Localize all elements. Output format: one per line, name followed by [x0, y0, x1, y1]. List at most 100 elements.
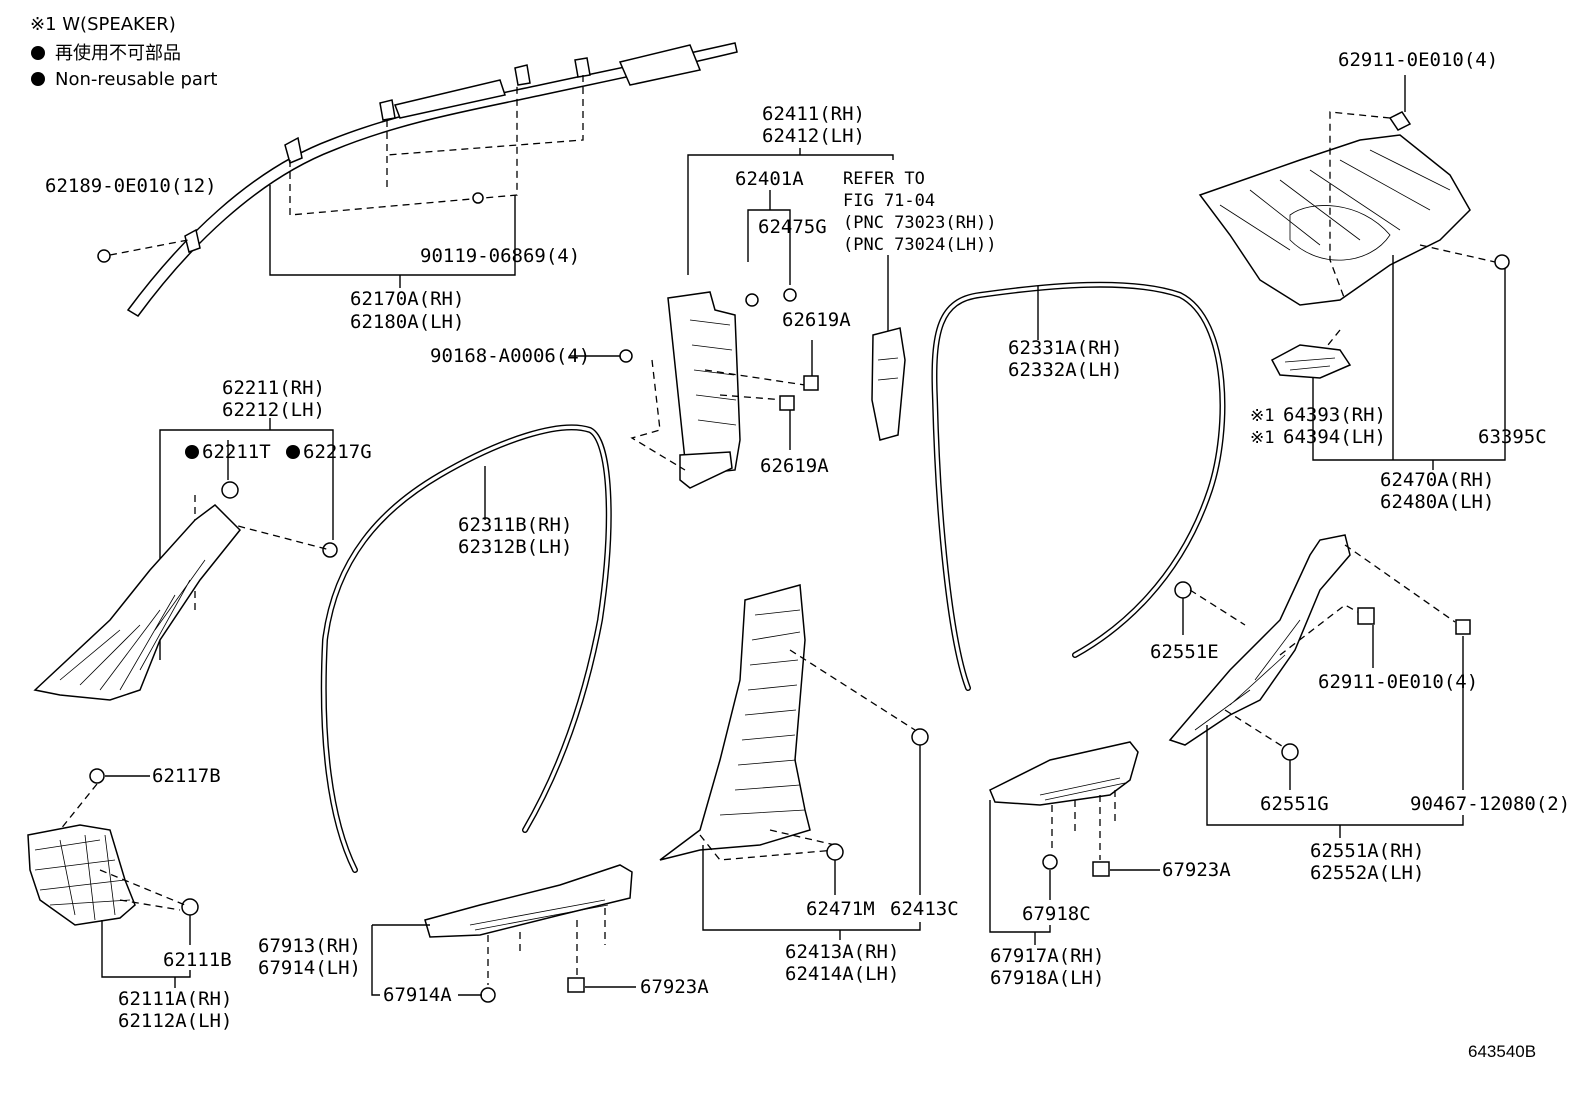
front-door-weatherstrip-part	[320, 424, 612, 873]
bracket-62470	[1312, 268, 1506, 461]
bolt-90467-icon	[1455, 619, 1471, 635]
leader-62551e	[1189, 589, 1246, 626]
cap-62401-icon	[783, 288, 797, 302]
label-62619a-bottom: 62619A	[760, 455, 829, 477]
label-67923a-right: 67923A	[1162, 859, 1231, 881]
label-62413a: 62413A(RH)	[785, 941, 899, 963]
label-62331: 62331A(RH)	[1008, 337, 1122, 359]
clip-62211t-icon	[221, 481, 239, 499]
clip-67923a-right-icon	[1092, 861, 1110, 877]
legend-note-speaker: ※1 W(SPEAKER)	[30, 14, 176, 35]
leader-scuff-clips	[487, 908, 606, 985]
curtain-airbag-part	[126, 42, 738, 317]
leader-62619a	[719, 394, 786, 401]
label-67923a-left: 67923A	[640, 976, 709, 998]
label-67914a: 67914A	[383, 984, 452, 1006]
bracket-62551a	[1206, 725, 1464, 826]
mark-speaker-1: ※1	[1250, 406, 1274, 426]
label-62911-mid: 62911-0E010(4)	[1318, 671, 1478, 693]
label-62212: 62212(LH)	[222, 399, 325, 421]
leader-62619a	[704, 369, 806, 386]
label-62311: 62311B(RH)	[458, 514, 572, 536]
refer-note-line1: REFER TO	[843, 169, 925, 189]
refer-note-line2: FIG 71-04	[843, 191, 935, 211]
leader-62911-top-clip	[1329, 111, 1391, 301]
front-pillar-garnish-part	[33, 504, 242, 701]
label-62117b: 62117B	[152, 765, 221, 787]
clip-62911-icon	[1388, 111, 1412, 131]
label-67914: 67914(LH)	[258, 957, 361, 979]
speaker-grille-part	[1270, 344, 1352, 379]
clip-62413c-icon	[911, 728, 929, 746]
bracket-62411	[687, 154, 894, 275]
mark-speaker-2: ※1	[1250, 428, 1274, 448]
label-62111a: 62111A(RH)	[118, 988, 232, 1010]
leader-airbag-bolt	[386, 75, 584, 156]
leader-62551g	[1224, 709, 1286, 749]
non-reusable-mark-icon	[286, 445, 300, 459]
refer-note-line4: (PNC 73024(LH))	[843, 235, 997, 255]
cowl-side-trim-part	[27, 824, 136, 926]
leader-62471m	[699, 829, 836, 861]
refer-note-line3: (PNC 73023(RH))	[843, 213, 997, 233]
label-62552a: 62552A(LH)	[1310, 862, 1424, 884]
bracket-62475	[747, 209, 791, 285]
label-67918c: 67918C	[1022, 903, 1091, 925]
leader-clip-62189	[109, 239, 189, 256]
label-62412: 62412(LH)	[762, 125, 865, 147]
bolt-90168-icon	[619, 349, 633, 363]
label-62180: 62180A(LH)	[350, 311, 464, 333]
clip-67914a-icon	[480, 987, 496, 1003]
seatbelt-guide-part	[871, 327, 906, 441]
label-90119: 90119-06869(4)	[420, 245, 580, 267]
center-pillar-upper-garnish-part	[667, 291, 741, 489]
leader-62413c	[789, 649, 916, 731]
label-62112a: 62112A(LH)	[118, 1010, 232, 1032]
clip-62619a-icon	[803, 375, 819, 391]
bracket-62413a	[702, 845, 921, 931]
leader-rear-scuff-clips	[1051, 790, 1116, 860]
label-62312: 62312B(LH)	[458, 536, 572, 558]
label-67913: 67913(RH)	[258, 935, 361, 957]
clip-67918c-icon	[1042, 854, 1058, 870]
label-62211t: 62211T	[202, 441, 271, 463]
rear-door-weatherstrip-part	[931, 281, 1226, 691]
label-90467: 90467-12080(2)	[1410, 793, 1570, 815]
clip-62475-icon	[745, 293, 759, 307]
label-64394: 64394(LH)	[1283, 426, 1386, 448]
label-62480: 62480A(LH)	[1380, 491, 1494, 513]
label-90168: 90168-A0006(4)	[430, 345, 590, 367]
leader-62911-mid	[1279, 604, 1359, 656]
label-62619a-top: 62619A	[782, 309, 851, 331]
label-62471m: 62471M	[806, 898, 875, 920]
bolt-90119-icon	[472, 192, 484, 204]
clip-62111b-icon	[181, 898, 199, 916]
rear-scuff-plate-part	[989, 741, 1139, 806]
label-62911-top: 62911-0E010(4)	[1338, 49, 1498, 71]
label-62401: 62401A	[735, 168, 804, 190]
label-62551g: 62551G	[1260, 793, 1329, 815]
clip-62471m-icon	[826, 843, 844, 861]
non-reusable-mark-icon	[185, 445, 199, 459]
label-62551a: 62551A(RH)	[1310, 840, 1424, 862]
bracket-62111a	[101, 920, 191, 978]
leader-62117b-clip	[59, 783, 98, 831]
clip-62551g-icon	[1281, 743, 1299, 761]
center-pillar-lower-garnish-part	[659, 584, 811, 861]
label-62413c: 62413C	[890, 898, 959, 920]
label-62211: 62211(RH)	[222, 377, 325, 399]
leader-airbag-bolts	[289, 85, 518, 216]
clip-63395c-icon	[1494, 254, 1510, 270]
bracket-62211	[159, 429, 334, 660]
label-62170: 62170A(RH)	[350, 288, 464, 310]
label-62475: 62475G	[758, 216, 827, 238]
quarter-trim-part	[1198, 134, 1471, 306]
clip-62217g-icon	[322, 542, 338, 558]
non-reusable-bullet-icon	[31, 46, 45, 60]
label-62217g: 62217G	[303, 441, 372, 463]
bracket-62170	[269, 185, 516, 276]
roof-side-garnish-part	[1168, 534, 1351, 746]
clip-67923a-left-icon	[567, 977, 585, 993]
leader-bolt-90168	[630, 359, 686, 471]
